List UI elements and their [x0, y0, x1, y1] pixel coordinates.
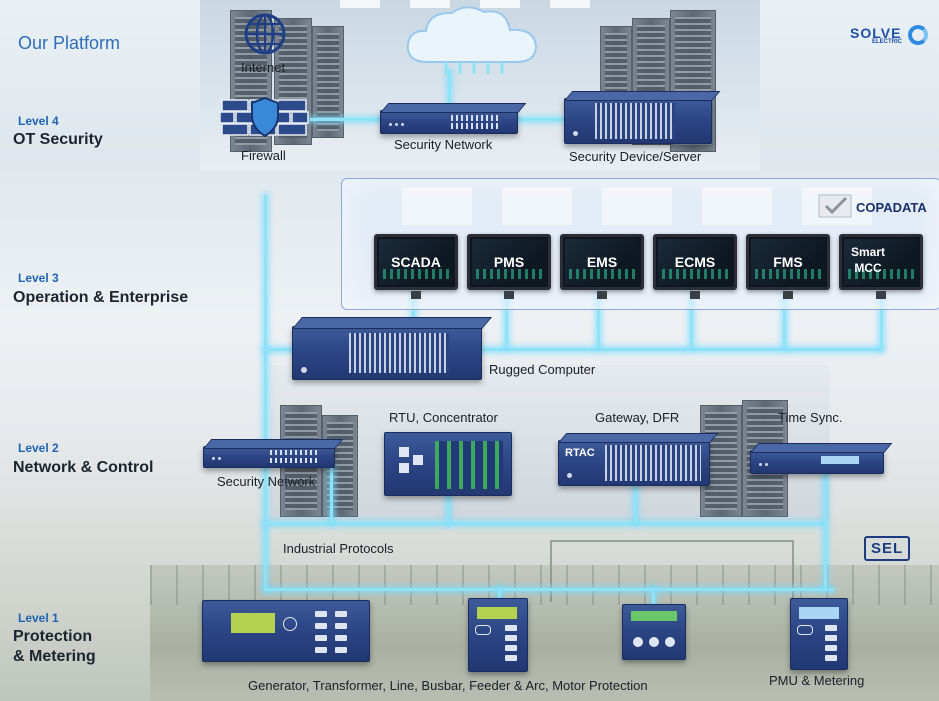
scada-label: SCADA [391, 254, 441, 270]
cable [516, 118, 564, 121]
cable [880, 290, 883, 350]
cable [264, 195, 267, 590]
scada-monitor: SCADA [374, 234, 458, 299]
globe-icon [244, 13, 286, 55]
cable [634, 484, 637, 524]
level2-number: Level 2 [18, 441, 59, 455]
brand-name: SOLVE [850, 25, 902, 41]
pms-monitor: PMS [467, 234, 551, 299]
rugged-computer [292, 317, 493, 380]
smart-label: Smart [850, 245, 885, 259]
cable [652, 588, 655, 608]
cable [690, 290, 693, 348]
smart-mcc-monitor: Smart MCC [839, 234, 923, 299]
sel-logo: SEL [864, 536, 911, 561]
security-server [564, 91, 721, 144]
page-title: Our Platform [18, 33, 121, 53]
ecms-monitor: ECMS [653, 234, 737, 299]
fms-label: FMS [773, 254, 803, 270]
solve-mark-icon [908, 25, 928, 45]
firewall-label: Firewall [241, 148, 286, 163]
cloud-icon [406, 6, 538, 74]
mcc-label: MCC [854, 261, 882, 275]
security-network-switch-l2 [203, 439, 344, 468]
brand-logo: SOLVE ELECTRIC [850, 25, 928, 51]
level1-number: Level 1 [18, 611, 59, 625]
rtac-label: RTAC [565, 447, 595, 459]
protection-relay-large [202, 600, 370, 662]
internet-label: Internet [241, 60, 286, 75]
level2-name: Network & Control [13, 459, 154, 476]
rugged-computer-label: Rugged Computer [489, 362, 596, 377]
cable [264, 522, 824, 525]
ems-label: EMS [586, 254, 618, 270]
cable [505, 290, 508, 348]
time-sync-label: Time Sync. [778, 410, 843, 425]
security-network-label-l2: Security Network [217, 474, 316, 489]
level3-name: Operation & Enterprise [13, 289, 189, 306]
ems-monitor: EMS [560, 234, 644, 299]
gateway-label: Gateway, DFR [595, 410, 680, 425]
cable [310, 118, 380, 121]
level1-name: Protection [13, 628, 93, 645]
industrial-protocols-label: Industrial Protocols [283, 541, 394, 556]
fms-monitor: FMS [746, 234, 830, 299]
cable [264, 588, 834, 591]
level1-name-2: & Metering [13, 648, 96, 665]
rtu-label: RTU, Concentrator [389, 410, 498, 425]
protection-relay-medium [468, 598, 528, 672]
control-room-background [402, 187, 882, 225]
protection-caption: Generator, Transformer, Line, Busbar, Fe… [248, 678, 648, 693]
security-network-switch-l4 [380, 103, 527, 134]
brand-sub: ELECTRIC [872, 39, 902, 45]
level4-number: Level 4 [18, 114, 59, 128]
level3-number: Level 3 [18, 271, 59, 285]
meter-device [622, 604, 686, 660]
security-network-label-l4: Security Network [394, 137, 493, 152]
cable [448, 70, 451, 108]
copadata-text: COPADATA [856, 200, 927, 215]
pmu-device [790, 598, 848, 670]
server-room-background [270, 365, 830, 520]
pmu-caption: PMU & Metering [769, 673, 865, 688]
cable [783, 290, 786, 348]
cable [330, 466, 333, 524]
time-sync-device [750, 443, 893, 474]
level4-name: OT Security [13, 131, 103, 148]
rtu-device [384, 432, 512, 496]
check-icon [818, 194, 852, 218]
cable [597, 290, 600, 348]
cable [824, 470, 827, 590]
cable [264, 348, 881, 351]
security-server-label: Security Device/Server [569, 149, 702, 164]
pms-label: PMS [493, 254, 525, 270]
rtac-device: RTAC [558, 433, 719, 486]
firewall-icon [220, 96, 309, 138]
cable [447, 494, 450, 524]
ecms-label: ECMS [674, 254, 716, 270]
